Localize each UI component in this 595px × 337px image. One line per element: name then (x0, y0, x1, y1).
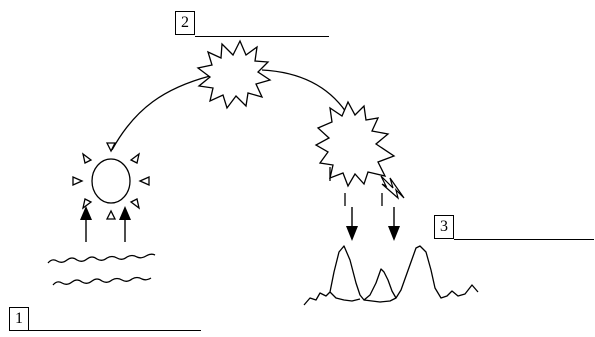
mountains-icon (303, 245, 479, 306)
answer-line-1[interactable] (29, 330, 201, 331)
label-box-3: 3 (434, 215, 454, 239)
path-sun-to-cloud (111, 75, 211, 151)
precipitation-arrow-left (346, 207, 358, 241)
water-waves-icon (47, 253, 156, 286)
sun-icon (72, 142, 150, 220)
cloud-icon-top (196, 39, 272, 110)
cloud-icon-right (314, 100, 396, 188)
label-box-2: 2 (175, 11, 195, 35)
answer-line-3[interactable] (454, 239, 594, 240)
label-box-1: 1 (9, 307, 29, 331)
path-cloud-to-cloud (261, 69, 347, 113)
evaporation-arrow-right (119, 206, 131, 242)
rain-dashes (329, 167, 383, 206)
evaporation-arrow-left (80, 206, 92, 242)
precipitation-arrow-right (388, 207, 400, 241)
lightning-icon (380, 175, 405, 200)
answer-line-2[interactable] (195, 36, 329, 37)
